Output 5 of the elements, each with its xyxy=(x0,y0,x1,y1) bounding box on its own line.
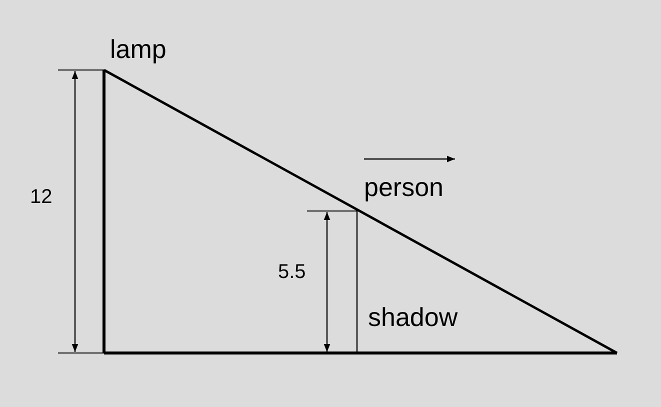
lamp-label: lamp xyxy=(110,36,166,62)
person-label: person xyxy=(364,174,444,200)
dimension-label: 12 xyxy=(30,187,52,207)
shadow-label: shadow xyxy=(368,304,458,330)
dimension-label: 5.5 xyxy=(278,262,306,282)
